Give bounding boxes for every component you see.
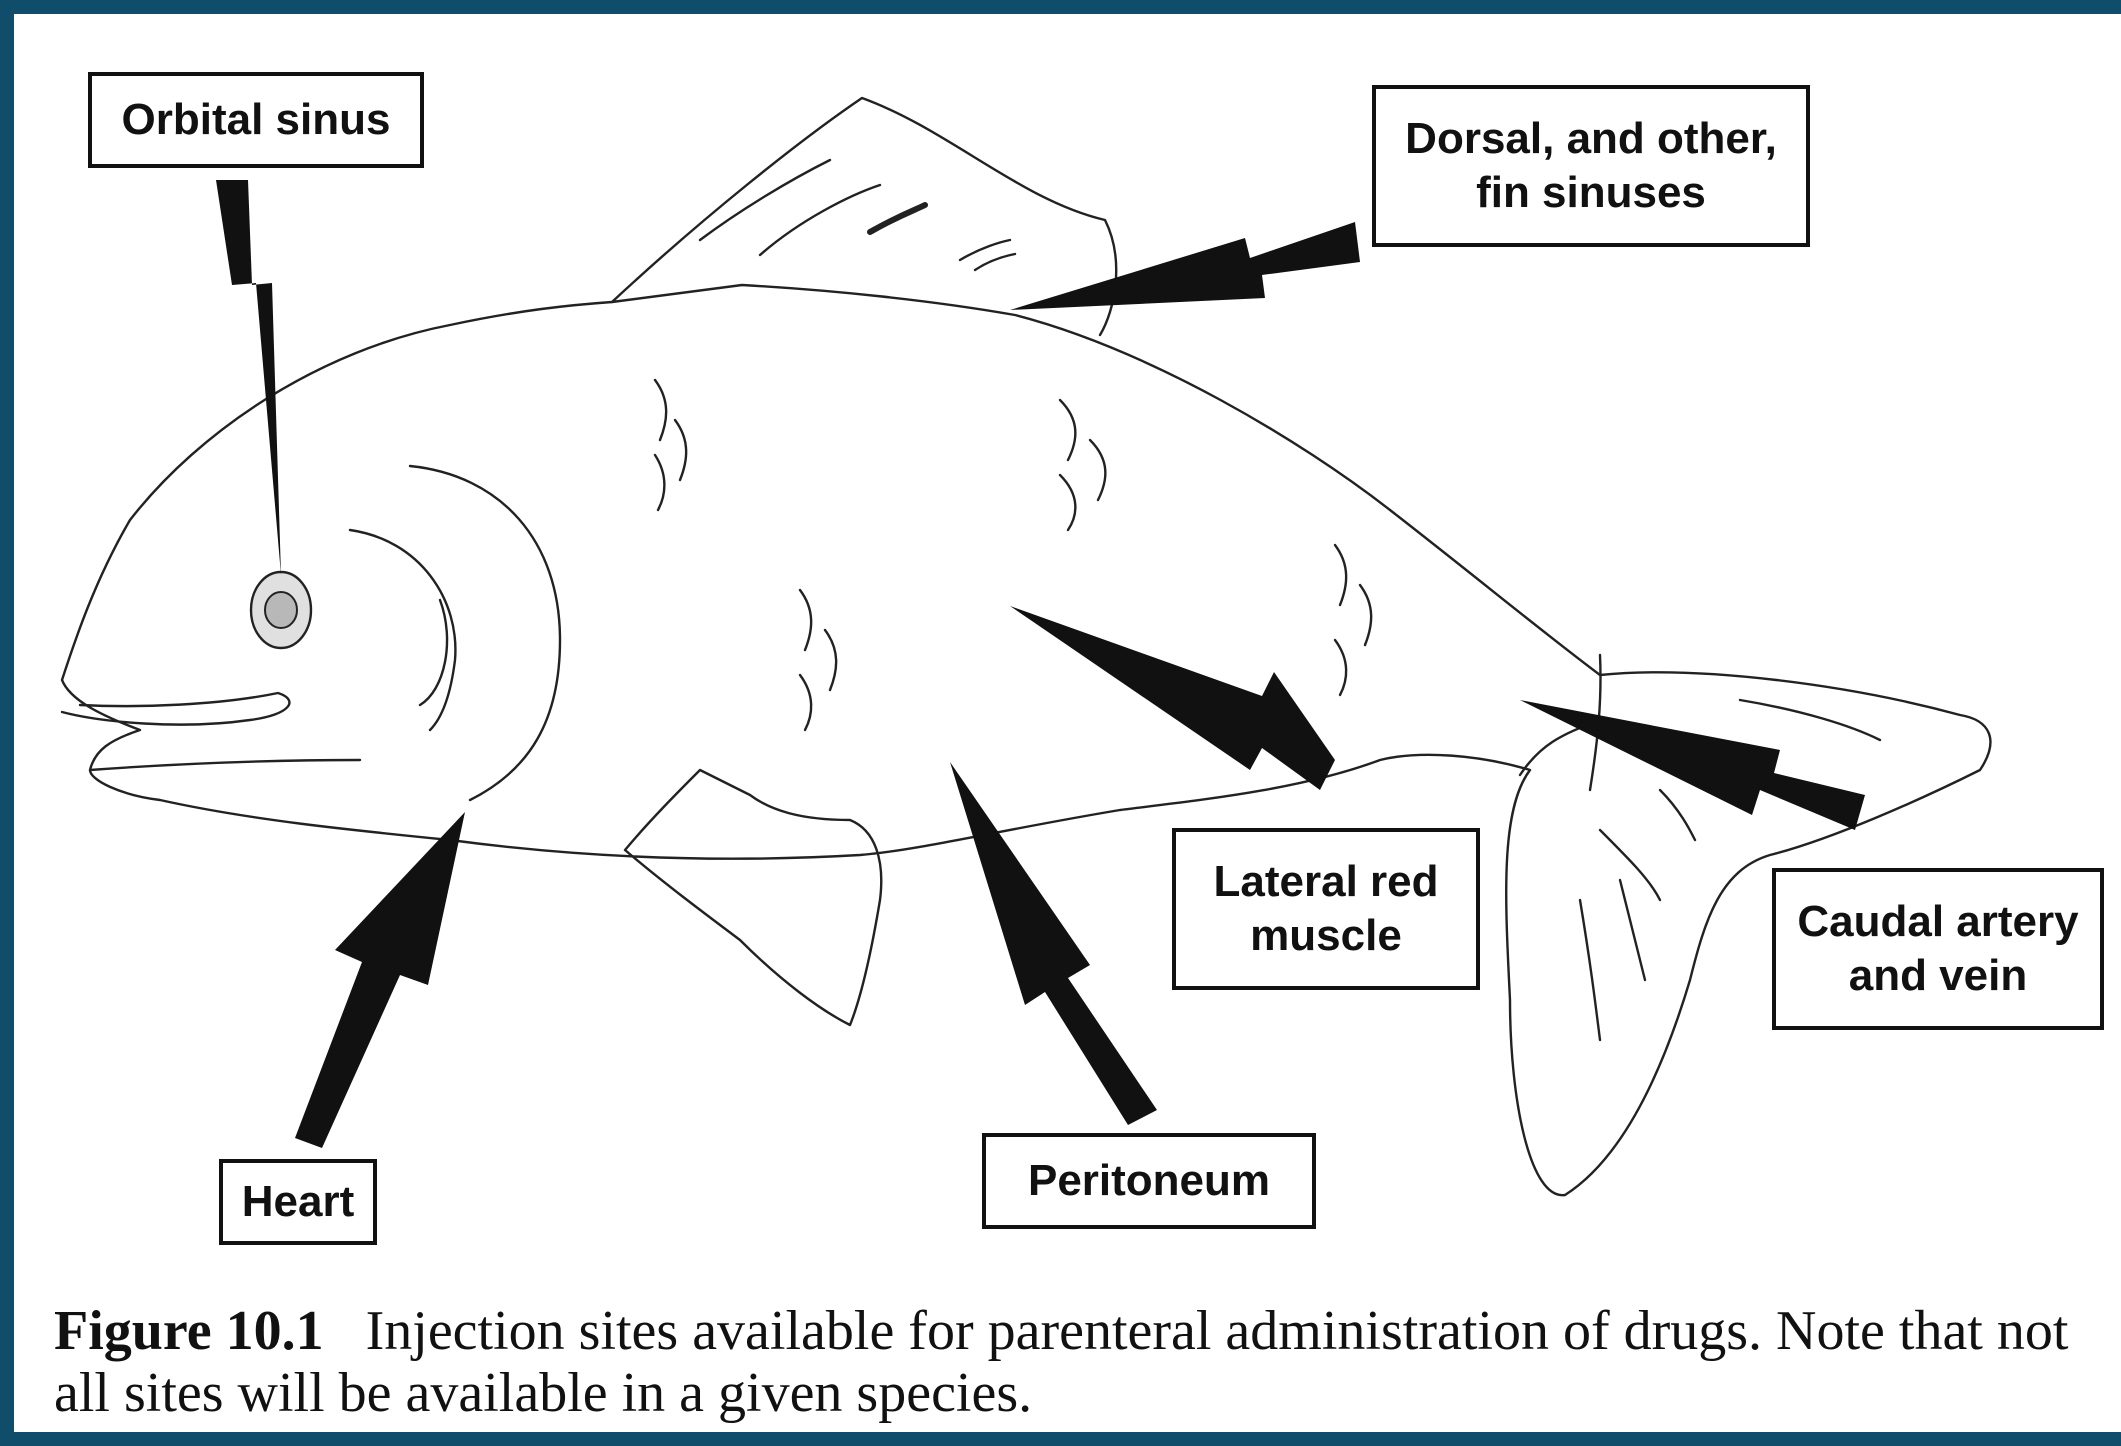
arrow-lateral-red-muscle xyxy=(1010,606,1335,790)
label-dorsal-fin-sinuses: Dorsal, and other, fin sinuses xyxy=(1372,85,1810,247)
arrow-orbital-sinus xyxy=(216,180,281,575)
label-peritoneum: Peritoneum xyxy=(982,1133,1316,1229)
label-caudal-artery-vein: Caudal artery and vein xyxy=(1772,868,2104,1030)
label-orbital-sinus: Orbital sinus xyxy=(88,72,424,168)
arrow-heart xyxy=(295,812,465,1148)
arrow-dorsal-fin xyxy=(1010,222,1360,310)
arrow-peritoneum xyxy=(950,762,1157,1125)
pectoral-fin xyxy=(625,770,881,1025)
label-heart: Heart xyxy=(219,1159,377,1245)
label-lateral-red-muscle: Lateral red muscle xyxy=(1172,828,1480,990)
caption-text: Injection sites available for parenteral… xyxy=(54,1300,2068,1424)
figure-number: Figure 10.1 xyxy=(54,1300,324,1362)
arrow-caudal xyxy=(1520,700,1865,830)
dorsal-fin xyxy=(612,98,1116,335)
figure-caption: Figure 10.1 Injection sites available fo… xyxy=(54,1300,2114,1424)
